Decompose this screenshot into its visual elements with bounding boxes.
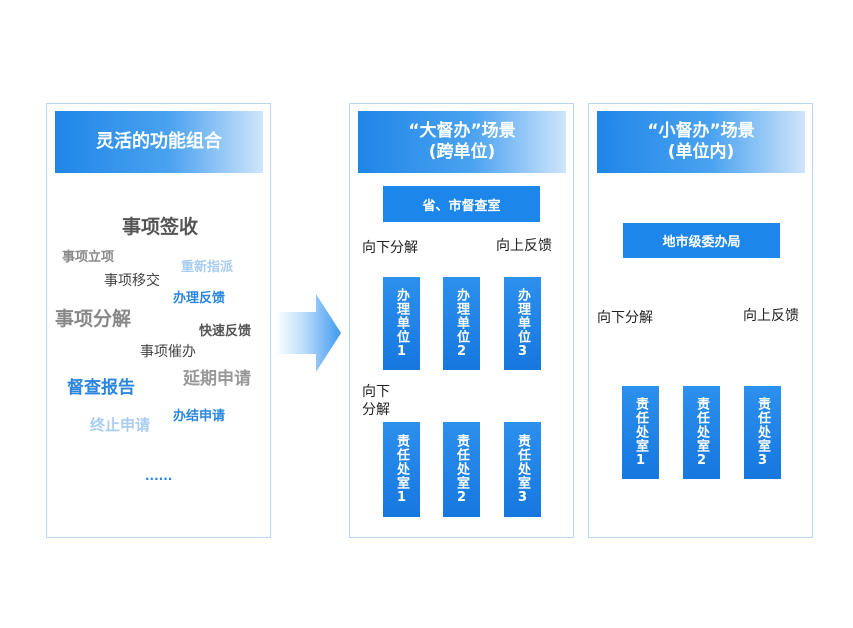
small-supervision-title-line1: “小督办”场景 [647,120,755,141]
word-completion-request: 办结申请 [173,409,226,424]
right-responsible-office-1: 责任处室1 [622,386,659,479]
big-supervision-title-line2: (跨单位) [428,142,496,162]
word-event-receive: 事项签收 [122,216,199,238]
function-combination-title-text: 灵活的功能组合 [96,130,222,152]
label-decompose-down-right: 向下分解 [597,310,653,326]
word-handling-feedback: 办理反馈 [173,291,226,306]
function-combination-panel [46,103,271,538]
right-responsible-office-1-label: 责任处室1 [633,396,648,469]
word-termination-request: 终止申请 [90,416,151,434]
word-extension-request: 延期申请 [183,369,251,389]
word-ellipsis: ...... [145,469,173,483]
right-responsible-office-2-label: 责任处室2 [694,396,709,469]
responsible-office-2: 责任处室2 [443,422,480,517]
responsible-office-3: 责任处室3 [504,422,541,517]
right-responsible-office-3: 责任处室3 [744,386,781,479]
handling-unit-2-label: 办理单位2 [454,287,469,360]
handling-unit-2: 办理单位2 [443,277,480,370]
responsible-office-1: 责任处室1 [383,422,420,517]
handling-unit-3: 办理单位3 [504,277,541,370]
municipal-bureau-label: 地市级委办局 [662,235,741,250]
small-supervision-title: “小督办”场景 (单位内) [597,111,805,173]
province-city-inspection-office-box: 省、市督查室 [383,186,540,222]
responsible-office-3-label: 责任处室3 [515,433,530,506]
small-supervision-title-line2: (单位内) [667,142,735,162]
flow-arrow-icon [276,294,341,372]
word-event-establish: 事项立项 [62,250,115,265]
label-decompose-down-2-line2: 分解 [362,402,390,418]
word-reassign: 重新指派 [181,260,234,275]
word-event-decompose: 事项分解 [55,308,132,330]
responsible-office-1-label: 责任处室1 [394,433,409,506]
big-supervision-title: “大督办”场景 (跨单位) [358,111,566,173]
label-decompose-down-2-line1: 向下 [362,384,390,400]
handling-unit-3-label: 办理单位3 [515,287,530,360]
right-responsible-office-3-label: 责任处室3 [755,396,770,469]
right-responsible-office-2: 责任处室2 [683,386,720,479]
word-event-transfer: 事项移交 [104,273,160,289]
word-inspection-report: 督查报告 [67,378,135,398]
word-quick-feedback: 快速反馈 [199,324,252,339]
label-feedback-up: 向上反馈 [496,238,552,254]
handling-unit-1: 办理单位1 [383,277,420,370]
word-event-urge: 事项催办 [140,344,196,360]
responsible-office-2-label: 责任处室2 [454,433,469,506]
municipal-bureau-box: 地市级委办局 [623,223,780,258]
label-decompose-down: 向下分解 [362,240,418,256]
big-supervision-title-line1: “大督办”场景 [408,120,516,141]
province-city-inspection-office-label: 省、市督查室 [422,198,501,214]
handling-unit-1-label: 办理单位1 [394,287,409,360]
function-combination-title: 灵活的功能组合 [55,111,263,173]
label-feedback-up-right: 向上反馈 [743,308,799,324]
